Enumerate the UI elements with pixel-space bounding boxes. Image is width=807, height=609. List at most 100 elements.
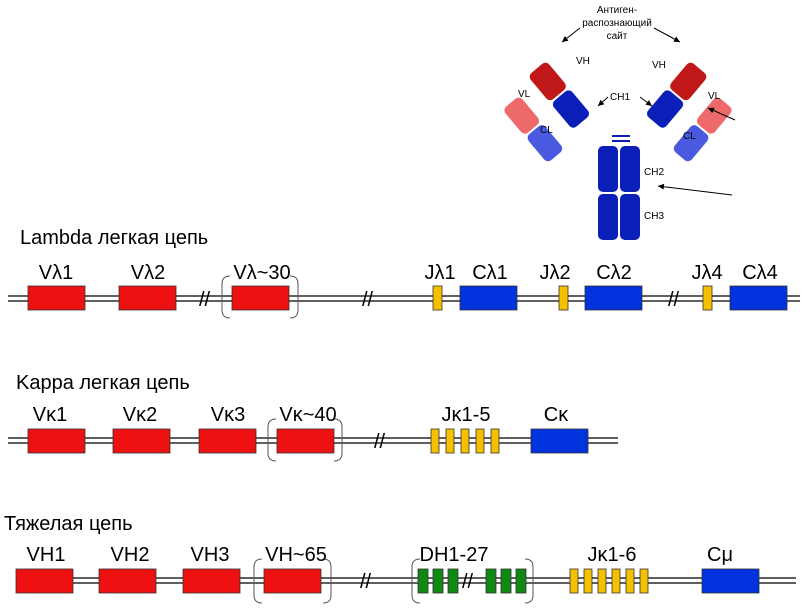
lambda-locus: Lambda легкая цепь Vλ1 Vλ2 // Vλ~30 // J… xyxy=(8,227,800,319)
lambda-bracket-right xyxy=(289,275,299,319)
heavy-d-segment xyxy=(417,568,429,594)
kappa-v2-label: Vκ2 xyxy=(123,404,157,426)
site-label-line2: распознающий xyxy=(582,18,652,29)
ch1-label: CH1 xyxy=(610,92,630,103)
heavy-title: Тяжелая цепь xyxy=(4,513,133,535)
kappa-c-label: Cκ xyxy=(544,404,569,426)
heavy-v1-segment xyxy=(15,568,74,594)
heavy-bracket-right xyxy=(322,558,332,604)
kappa-vn-segment xyxy=(276,428,335,454)
heavy-c-label: Cμ xyxy=(707,544,733,566)
lambda-c4-segment xyxy=(729,285,788,311)
lambda-j1-segment xyxy=(432,285,443,311)
heavy-bracket-left xyxy=(253,558,263,604)
kappa-j-segment xyxy=(490,428,500,454)
ch2-label: CH2 xyxy=(644,167,664,178)
ch1-right-domain xyxy=(646,90,684,128)
lambda-break-1: // xyxy=(199,289,211,311)
kappa-bracket-left xyxy=(267,418,277,462)
kappa-j-segment xyxy=(475,428,485,454)
heavy-j-segment xyxy=(639,568,649,594)
heavy-vn-segment xyxy=(263,568,322,594)
lambda-c1-label: Cλ1 xyxy=(472,262,508,284)
kappa-title: Kappa легкая цепь xyxy=(16,372,190,394)
vl-right-label: VL xyxy=(708,91,721,102)
vl-left-label: VL xyxy=(518,89,531,100)
ch3-left-domain xyxy=(598,194,618,240)
cl-left-label: CL xyxy=(540,125,553,136)
kappa-v3-segment xyxy=(198,428,257,454)
kappa-j-label: Jκ1-5 xyxy=(442,404,491,426)
ch2-left-domain xyxy=(598,146,618,192)
heavy-d-segment xyxy=(485,568,497,594)
heavy-v1-label: VH1 xyxy=(27,544,66,566)
heavy-v2-segment xyxy=(98,568,157,594)
lambda-j1-label: Jλ1 xyxy=(424,262,455,284)
lambda-v1-segment xyxy=(27,285,86,311)
lambda-c4-label: Cλ4 xyxy=(742,262,778,284)
lambda-title: Lambda легкая цепь xyxy=(20,227,208,249)
heavy-break-1: // xyxy=(360,571,372,593)
kappa-bracket-right xyxy=(333,418,343,462)
heavy-break-2: // xyxy=(462,571,474,593)
heavy-d-segments xyxy=(417,568,527,594)
kappa-break: // xyxy=(374,431,386,453)
lambda-vn-segment xyxy=(231,285,290,311)
heavy-j-segment xyxy=(625,568,635,594)
lambda-break-3: // xyxy=(668,289,680,311)
kappa-v2-segment xyxy=(112,428,171,454)
ch1-left-domain xyxy=(552,90,590,128)
kappa-vn-label: Vκ~40 xyxy=(279,404,336,426)
heavy-d-label: DH1-27 xyxy=(420,544,489,566)
heavy-c-segment xyxy=(701,568,760,594)
site-label-line1: Антиген- xyxy=(597,5,637,16)
ch2-right-domain xyxy=(620,146,640,192)
heavy-vn-label: VH~65 xyxy=(265,544,327,566)
heavy-d-segment xyxy=(447,568,459,594)
vl-right-domain xyxy=(696,97,732,134)
kappa-v3-label: Vκ3 xyxy=(211,404,245,426)
heavy-j-segment xyxy=(597,568,607,594)
site-label-line3: сайт xyxy=(607,31,628,42)
kappa-c-segment xyxy=(530,428,589,454)
heavy-v3-segment xyxy=(182,568,241,594)
vh-left-label: VH xyxy=(576,56,590,67)
heavy-d-segment xyxy=(515,568,527,594)
kappa-v1-label: Vκ1 xyxy=(33,404,67,426)
lambda-break-2: // xyxy=(362,289,374,311)
ch3-right-domain xyxy=(620,194,640,240)
vh-right-label: VH xyxy=(652,60,666,71)
vh-left-domain xyxy=(529,62,566,101)
heavy-j-segment xyxy=(569,568,579,594)
cl-right-label: CL xyxy=(683,131,696,142)
heavy-j-label: Jκ1-6 xyxy=(588,544,637,566)
heavy-d-segment xyxy=(500,568,512,594)
lambda-c2-segment xyxy=(584,285,643,311)
kappa-j-segment xyxy=(460,428,470,454)
kappa-j-segment xyxy=(445,428,455,454)
heavy-j-segments xyxy=(569,568,649,594)
vl-left-domain xyxy=(504,97,540,134)
ch3-label: CH3 xyxy=(644,211,664,222)
heavy-d-bracket-left xyxy=(411,558,421,604)
lambda-j4-segment xyxy=(702,285,713,311)
lambda-c1-segment xyxy=(459,285,518,311)
kappa-v1-segment xyxy=(27,428,86,454)
vh-right-domain xyxy=(670,62,707,101)
lambda-j4-label: Jλ4 xyxy=(691,262,722,284)
cl-right-domain xyxy=(673,125,709,162)
kappa-j-segments xyxy=(430,428,500,454)
heavy-j-segment xyxy=(611,568,621,594)
lambda-j2-segment xyxy=(558,285,569,311)
lambda-v2-label: Vλ2 xyxy=(131,262,165,284)
lambda-v2-segment xyxy=(118,285,177,311)
kappa-j-segment xyxy=(430,428,440,454)
lambda-vn-label: Vλ~30 xyxy=(233,262,290,284)
lambda-bracket-left xyxy=(221,275,231,319)
heavy-d-segment xyxy=(432,568,444,594)
kappa-locus: Kappa легкая цепь Vκ1 Vκ2 Vκ3 Vκ~40 // J… xyxy=(8,372,618,462)
heavy-v3-label: VH3 xyxy=(191,544,230,566)
cl-left-domain xyxy=(527,125,563,162)
lambda-v1-label: Vλ1 xyxy=(39,262,73,284)
